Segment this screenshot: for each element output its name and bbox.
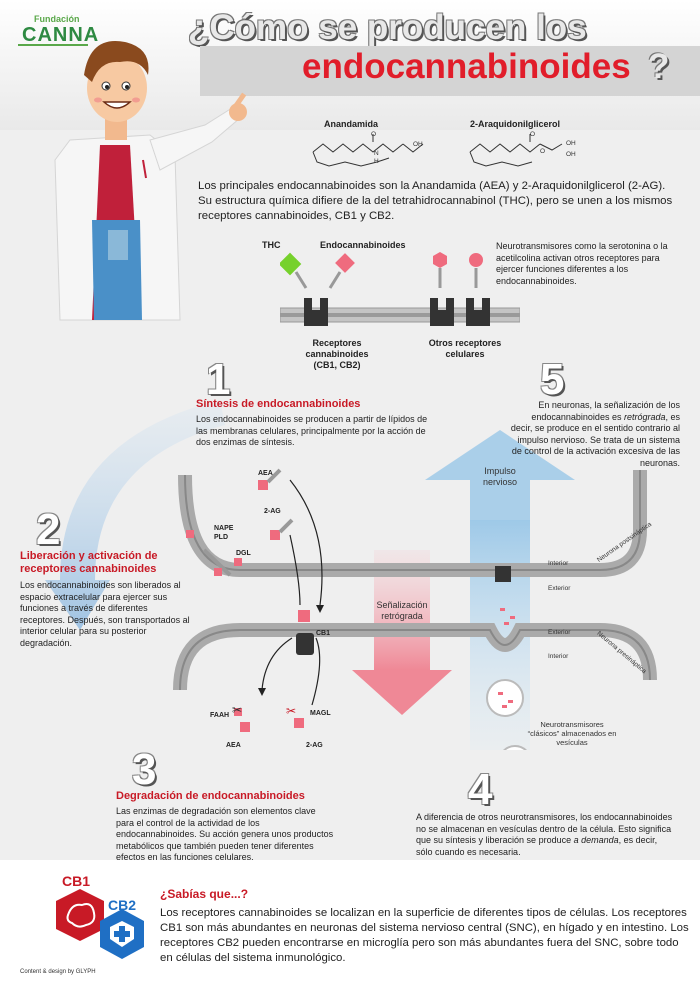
anandamida-nh-n: N	[374, 150, 379, 157]
cb-line3: (CB1, CB2)	[313, 360, 361, 370]
step4-text-em: a demanda	[573, 835, 619, 845]
senal-line2: retrógrada	[381, 611, 423, 621]
cb1-label: CB1	[62, 873, 91, 889]
impulso-line2: nervioso	[482, 477, 518, 487]
vesicle-line3: vesículas	[556, 738, 588, 747]
label-magl: MAGL	[310, 710, 331, 717]
label-aea-top: AEA	[258, 470, 273, 477]
sabias-text: Los receptores cannabinoides se localiza…	[160, 907, 689, 964]
step1-text: Los endocannabinoides se producen a part…	[196, 414, 428, 447]
nape-line1: NAPE	[214, 525, 234, 532]
scientist-illustration	[54, 40, 247, 321]
label-2ag-bottom: 2-AG	[306, 742, 323, 749]
step4-number: 4	[468, 765, 493, 814]
title-line2: endocannabinoides	[302, 47, 631, 86]
step2-text: Los endocannabinoides son liberados al e…	[20, 580, 190, 648]
label-exterior-bottom: Exterior	[548, 629, 571, 636]
vesicle-line2: “clásicos” almacenados en	[527, 729, 617, 738]
step3-title: Degradación de endocannabinoides	[116, 790, 305, 802]
vesicle-line1: Neurotransmisores	[540, 720, 604, 729]
label-2ag-top: 2-AG	[264, 508, 281, 515]
svg-text:✂: ✂	[286, 704, 296, 718]
title-line1: ¿Cómo se producen los	[188, 8, 587, 47]
intro-text: Los principales endocannabinoides son la…	[198, 180, 673, 222]
step1-title: Síntesis de endocannabinoides	[196, 398, 361, 410]
logo-underline	[18, 44, 88, 46]
receptor-note: Neurotransmisores como la serotonina o l…	[496, 241, 668, 286]
senal-line1: Señalización	[376, 600, 428, 610]
logo-org: Fundación	[34, 14, 80, 24]
nape-line2: PLD	[214, 534, 228, 541]
receptor-illustration	[280, 252, 520, 326]
step3-text: Las enzimas de degradación son elementos…	[116, 806, 334, 862]
step1-number: 1	[206, 355, 231, 404]
2ag-oh-1: OH	[566, 140, 576, 147]
anandamida-structure	[312, 134, 424, 167]
label-aea-bottom: AEA	[226, 742, 241, 749]
2ag-o-ester: O	[540, 148, 546, 155]
credit: Content & design by GLYPH	[20, 969, 96, 975]
label-nape-pld: NAPE PLD	[214, 524, 233, 542]
step4-text: A diferencia de otros neurotransmisores,…	[416, 812, 676, 858]
title-question-mark: ?	[648, 47, 670, 86]
cb-line2: cannabinoides	[305, 349, 369, 359]
step5-text: En neuronas, la señalización de los endo…	[510, 400, 680, 469]
label-interior-bottom: Interior	[548, 653, 569, 660]
sabias-title: ¿Sabías que...?	[160, 887, 249, 901]
label-faah: FAAH	[210, 712, 230, 719]
label-cb1-diagram: CB1	[316, 630, 331, 637]
step2-number: 2	[36, 505, 61, 554]
2ag-structure	[469, 134, 563, 167]
receptor-label-thc: THC	[262, 240, 281, 250]
label-exterior-top: Exterior	[548, 585, 571, 592]
cb2-label: CB2	[108, 897, 137, 913]
anandamida-nh-h: H	[374, 158, 379, 165]
step5-number: 5	[540, 355, 565, 404]
step2-title: Liberación y activación de receptores ca…	[20, 550, 158, 576]
step4-text-b: , es decir, sólo cuando es necesaria.	[416, 835, 658, 857]
step4-text-a: A diferencia de otros neurotransmisores,…	[416, 812, 673, 845]
molecule-label-anandamida: Anandamida	[324, 119, 379, 129]
label-vesiculas: Neurotransmisores “clásicos” almacenados…	[512, 720, 632, 747]
step5-text-b: , es decir, se produce en el sentido con…	[510, 411, 680, 468]
receptor-label-cb: Receptores cannabinoides (CB1, CB2)	[302, 338, 372, 371]
label-interior-top: Interior	[548, 560, 569, 567]
step2-title-line2: receptores cannabinoides	[20, 563, 157, 575]
label-impulso: Impulso nervioso	[470, 466, 530, 488]
anandamida-o: O	[371, 131, 377, 138]
svg-text:✂: ✂	[232, 703, 242, 717]
label-senalizacion: Señalización retrógrada	[366, 600, 438, 622]
signaling-diagram: ✂ ✂	[45, 400, 657, 750]
receptor-label-endo: Endocannabinoides	[320, 240, 406, 250]
step5-text-a: En neuronas, la señalización de los endo…	[531, 400, 680, 422]
step5-text-em: retrógrada	[623, 411, 666, 422]
impulso-line1: Impulso	[484, 466, 516, 476]
receptor-label-other: Otros receptores celulares	[420, 338, 510, 360]
2ag-oh-2: OH	[566, 151, 576, 158]
cb-hexagons	[56, 889, 144, 959]
other-line2: celulares	[445, 349, 485, 359]
label-dgl: DGL	[236, 550, 251, 557]
anandamida-oh: OH	[413, 141, 423, 148]
title-band	[200, 46, 700, 96]
step2-title-line1: Liberación y activación de	[20, 550, 158, 562]
cb-line1: Receptores	[312, 338, 362, 348]
other-line1: Otros receptores	[428, 338, 502, 348]
step3-number: 3	[132, 745, 157, 794]
logo-name: CANNA	[22, 24, 100, 46]
2ag-o-top: O	[530, 131, 536, 138]
molecule-label-2ag: 2-Araquidonilglicerol	[470, 119, 561, 129]
